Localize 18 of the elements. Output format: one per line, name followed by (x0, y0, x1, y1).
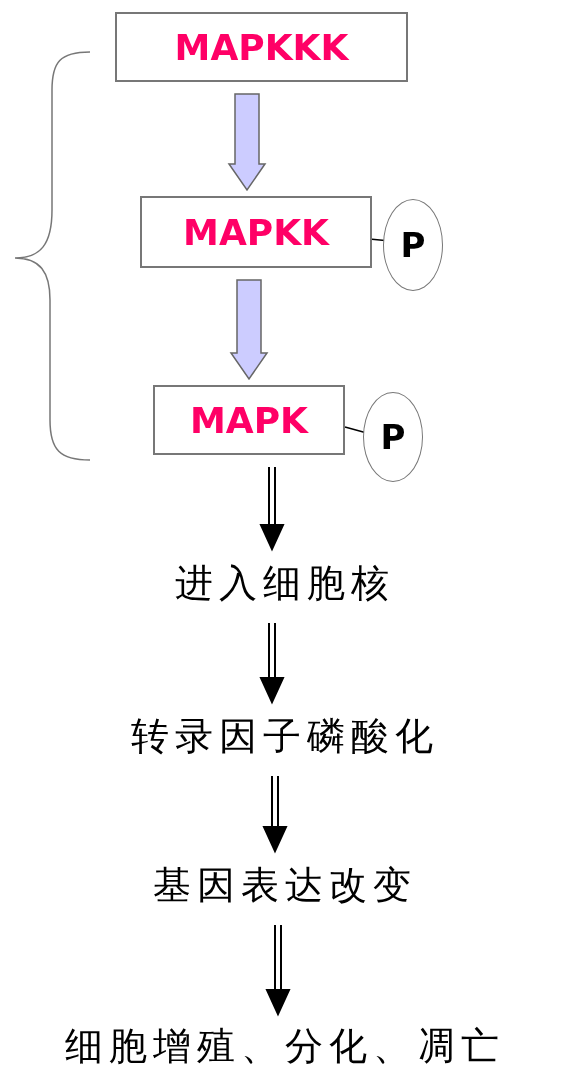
step-label: 进入细胞核 (175, 559, 395, 607)
step-label: 细胞增殖、分化、凋亡 (65, 1022, 505, 1070)
protein-label: MAPKKK (174, 26, 349, 68)
protein-box (140, 196, 372, 268)
double-line-arrow (266, 924, 291, 1015)
protein-label: MAPK (190, 399, 308, 441)
double-line-arrow (263, 775, 288, 852)
protein-label: MAPKK (183, 211, 329, 253)
block-arrow (229, 279, 269, 381)
phosphate-label: P (380, 417, 406, 457)
protein-box (115, 12, 408, 82)
double-line-arrow (260, 622, 285, 703)
phosphate-label: P (400, 225, 426, 265)
step-label: 转录因子磷酸化 (131, 712, 439, 760)
step-label: 基因表达改变 (153, 861, 417, 909)
protein-box (153, 385, 345, 455)
block-arrow (227, 93, 267, 192)
double-line-arrow (260, 466, 285, 550)
